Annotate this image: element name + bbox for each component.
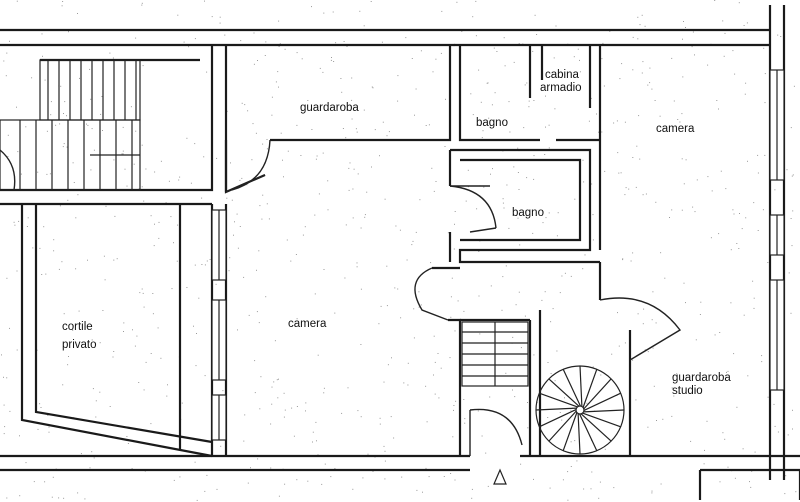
label-guardaroba-top: guardaroba bbox=[300, 102, 359, 114]
courtyard-windows bbox=[211, 209, 227, 441]
walls bbox=[0, 5, 800, 500]
label-guardaroba-studio: guardaroba bbox=[672, 372, 731, 384]
label-camera-right: camera bbox=[656, 123, 695, 135]
label-cabina: cabina bbox=[545, 69, 579, 81]
entrance-marker bbox=[493, 468, 507, 485]
label-bagno-top: bagno bbox=[476, 117, 508, 129]
doors bbox=[0, 139, 682, 456]
label-cortile: cortile bbox=[62, 321, 93, 333]
room-labels: guardaroba cabina armadio bagno camera b… bbox=[62, 69, 731, 397]
label-camera-main: camera bbox=[288, 318, 327, 330]
label-bagno-center: bagno bbox=[512, 207, 544, 219]
label-privato: privato bbox=[62, 339, 97, 351]
staircase-left bbox=[0, 59, 141, 191]
staircase-center bbox=[461, 321, 529, 387]
label-studio: studio bbox=[672, 385, 703, 397]
label-armadio: armadio bbox=[540, 82, 582, 94]
right-windows bbox=[769, 69, 785, 391]
spiral-staircase bbox=[535, 365, 625, 455]
